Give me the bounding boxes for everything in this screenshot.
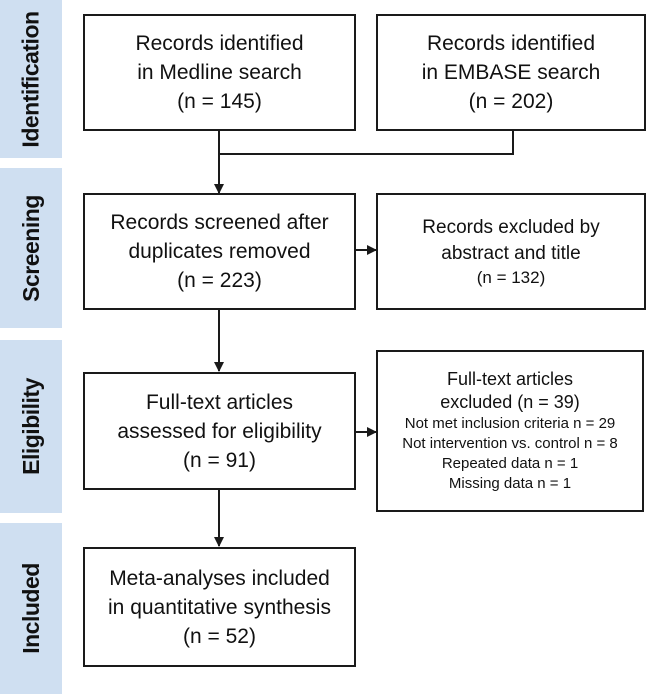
included-band: Included — [0, 523, 62, 694]
excluded-reason-intervention: Not intervention vs. control n = 8 — [402, 435, 618, 452]
medline-line2: in Medline search — [137, 61, 302, 84]
included-count: (n = 52) — [183, 624, 256, 648]
eligibility-band: Eligibility — [0, 340, 62, 513]
excluded-fulltext-line1: Full-text articles — [446, 369, 574, 389]
fulltext-count: (n = 91) — [183, 448, 256, 472]
screened-line2: duplicates removed — [128, 240, 311, 263]
identification-band: Identification — [0, 0, 62, 158]
embase-records-box: Records identified in EMBASE search (n =… — [376, 14, 646, 131]
medline-line1: Records identified — [135, 32, 304, 55]
excluded-fulltext-line2: excluded (n = 39) — [440, 392, 580, 412]
included-line2: in quantitative synthesis — [108, 595, 331, 619]
excluded-reason-criteria: Not met inclusion criteria n = 29 — [404, 415, 616, 432]
screened-records-box: Records screened after duplicates remove… — [83, 193, 356, 310]
medline-count: (n = 145) — [177, 90, 262, 113]
excluded-abstract-count: (n = 132) — [476, 267, 546, 287]
embase-line1: Records identified — [426, 32, 596, 55]
excluded-abstract-line2: abstract and title — [441, 242, 581, 264]
excluded-abstract-line1: Records excluded by — [422, 216, 600, 238]
screened-count: (n = 223) — [177, 269, 262, 292]
screening-band: Screening — [0, 168, 62, 328]
excluded-abstract-box: Records excluded by abstract and title (… — [376, 193, 646, 310]
screened-line1: Records screened after — [110, 211, 329, 234]
fulltext-assessed-box: Full-text articles assessed for eligibil… — [83, 372, 356, 490]
medline-records-box: Records identified in Medline search (n … — [83, 14, 356, 131]
excluded-reason-missing: Missing data n = 1 — [448, 475, 572, 492]
fulltext-line1: Full-text articles — [145, 390, 294, 414]
fulltext-line2: assessed for eligibility — [117, 419, 322, 443]
embase-count: (n = 202) — [468, 90, 554, 113]
included-line1: Meta-analyses included — [109, 566, 330, 590]
meta-analyses-included-box: Meta-analyses included in quantitative s… — [83, 547, 356, 667]
excluded-fulltext-box: Full-text articles excluded (n = 39) Not… — [376, 350, 644, 512]
excluded-reason-repeated: Repeated data n = 1 — [441, 455, 579, 472]
embase-merge-line — [219, 131, 514, 155]
embase-line2: in EMBASE search — [421, 61, 601, 84]
